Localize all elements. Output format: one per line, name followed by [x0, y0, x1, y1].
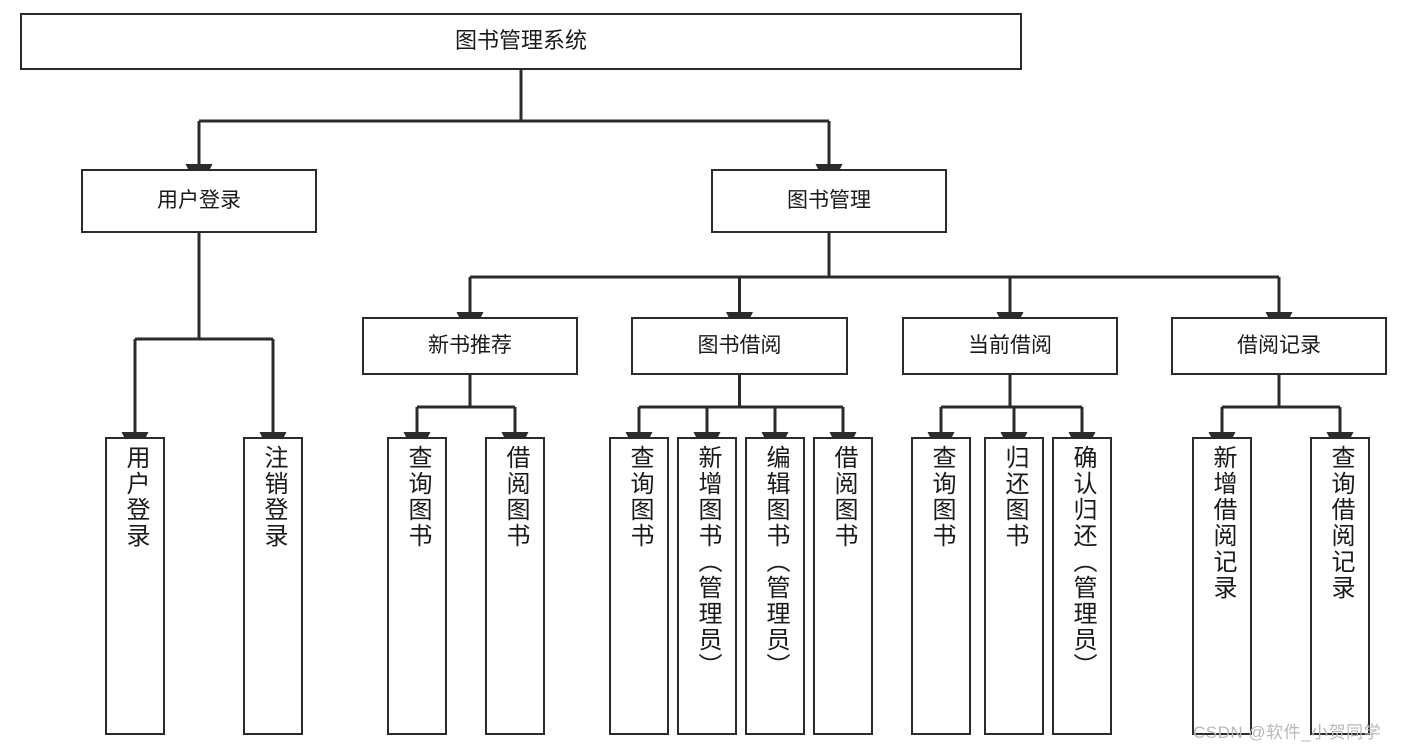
- node-leaf-edit-book-label: 编辑图书（管理员）: [762, 445, 789, 679]
- node-leaf-user-login[interactable]: 用户登录: [105, 437, 165, 735]
- node-leaf-add-book[interactable]: 新增图书（管理员）: [677, 437, 737, 735]
- node-leaf-user-login-label: 用户登录: [122, 445, 149, 549]
- node-leaf-borrow-book-a-label: 借阅图书: [502, 445, 529, 549]
- node-new-book-recommend-label: 新书推荐: [428, 334, 512, 358]
- node-leaf-confirm-return[interactable]: 确认归还（管理员）: [1052, 437, 1112, 735]
- node-leaf-query-book-a-label: 查询图书: [404, 445, 431, 549]
- edge-paths: [121, 70, 1354, 459]
- node-book-borrow-label: 图书借阅: [697, 334, 782, 358]
- node-book-manage[interactable]: 图书管理: [711, 169, 947, 233]
- node-root[interactable]: 图书管理系统: [20, 13, 1022, 70]
- node-leaf-edit-book[interactable]: 编辑图书（管理员）: [745, 437, 805, 735]
- node-leaf-query-record-label: 查询借阅记录: [1327, 445, 1354, 601]
- node-leaf-borrow-book-a[interactable]: 借阅图书: [485, 437, 545, 735]
- node-leaf-return-book-label: 归还图书: [1001, 445, 1028, 549]
- node-leaf-add-book-label: 新增图书（管理员）: [694, 445, 721, 679]
- node-leaf-query-book-b[interactable]: 查询图书: [609, 437, 669, 735]
- node-leaf-borrow-book-b[interactable]: 借阅图书: [813, 437, 873, 735]
- node-borrow-record-label: 借阅记录: [1237, 334, 1321, 358]
- node-leaf-user-logout-label: 注销登录: [260, 445, 287, 549]
- node-borrow-record[interactable]: 借阅记录: [1171, 317, 1387, 375]
- node-current-borrow[interactable]: 当前借阅: [902, 317, 1118, 375]
- node-leaf-query-book-c-label: 查询图书: [928, 445, 955, 549]
- node-leaf-borrow-book-b-label: 借阅图书: [830, 445, 857, 549]
- node-leaf-user-logout[interactable]: 注销登录: [243, 437, 303, 735]
- node-leaf-return-book[interactable]: 归还图书: [984, 437, 1044, 735]
- node-current-borrow-label: 当前借阅: [968, 334, 1052, 358]
- node-user-login-label: 用户登录: [157, 189, 241, 213]
- node-root-label: 图书管理系统: [454, 28, 587, 54]
- node-user-login[interactable]: 用户登录: [81, 169, 317, 233]
- node-leaf-add-record-label: 新增借阅记录: [1209, 445, 1236, 601]
- node-book-manage-label: 图书管理: [787, 189, 871, 213]
- csdn-watermark: CSDN @软件_小贺同学: [1193, 723, 1382, 742]
- node-new-book-recommend[interactable]: 新书推荐: [362, 317, 578, 375]
- node-leaf-query-book-b-label: 查询图书: [626, 445, 653, 549]
- node-book-borrow[interactable]: 图书借阅: [631, 317, 848, 375]
- node-leaf-query-book-a[interactable]: 查询图书: [387, 437, 447, 735]
- node-leaf-add-record[interactable]: 新增借阅记录: [1192, 437, 1252, 735]
- node-leaf-query-book-c[interactable]: 查询图书: [911, 437, 971, 735]
- node-leaf-query-record[interactable]: 查询借阅记录: [1310, 437, 1370, 735]
- node-leaf-confirm-return-label: 确认归还（管理员）: [1069, 445, 1096, 679]
